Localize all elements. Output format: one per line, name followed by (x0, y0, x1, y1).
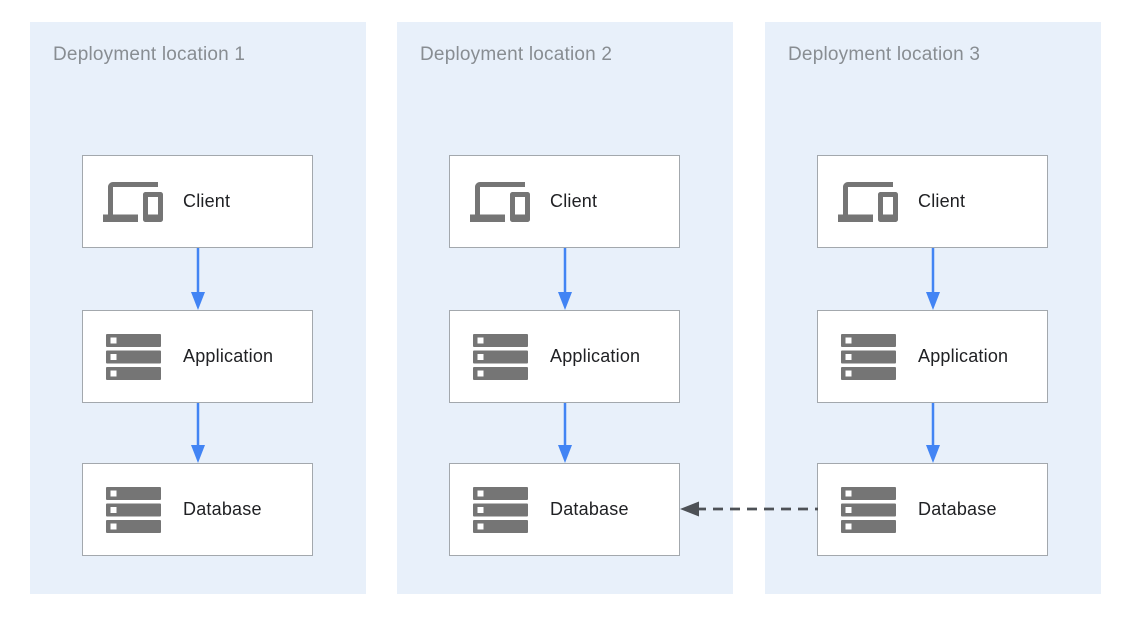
node-label: Database (918, 499, 997, 519)
node-label: Client (918, 191, 966, 211)
panel-title: Deployment location 1 (53, 44, 246, 65)
database-node: Database (817, 463, 1048, 556)
panel-title: Deployment location 3 (788, 44, 981, 65)
storage-icon (818, 486, 918, 533)
deployment-panel-2: Deployment location 2 Client Application… (397, 22, 733, 594)
devices-icon (450, 172, 550, 232)
client-node: Client (817, 155, 1048, 248)
client-to-application-arrow (190, 248, 206, 310)
application-node: Application (817, 310, 1048, 403)
node-label: Application (550, 346, 641, 366)
storage-icon (450, 333, 550, 380)
node-label: Application (183, 346, 274, 366)
storage-icon (83, 486, 183, 533)
node-label: Database (550, 499, 629, 519)
panel-title: Deployment location 2 (420, 44, 613, 65)
deployment-panel-1: Deployment location 1 Client Application… (30, 22, 366, 594)
database-node: Database (449, 463, 680, 556)
database-node: Database (82, 463, 313, 556)
application-to-database-arrow (190, 403, 206, 463)
storage-icon (818, 333, 918, 380)
application-node: Application (449, 310, 680, 403)
application-node: Application (82, 310, 313, 403)
devices-icon (83, 172, 183, 232)
storage-icon (83, 333, 183, 380)
devices-icon (818, 172, 918, 232)
database-replication-arrow (680, 501, 818, 517)
node-label: Application (918, 346, 1009, 366)
storage-icon (450, 486, 550, 533)
node-label: Client (183, 191, 231, 211)
application-to-database-arrow (557, 403, 573, 463)
application-to-database-arrow (925, 403, 941, 463)
node-label: Client (550, 191, 598, 211)
client-node: Client (82, 155, 313, 248)
client-to-application-arrow (925, 248, 941, 310)
deployment-panel-3: Deployment location 3 Client Application… (765, 22, 1101, 594)
client-to-application-arrow (557, 248, 573, 310)
client-node: Client (449, 155, 680, 248)
node-label: Database (183, 499, 262, 519)
